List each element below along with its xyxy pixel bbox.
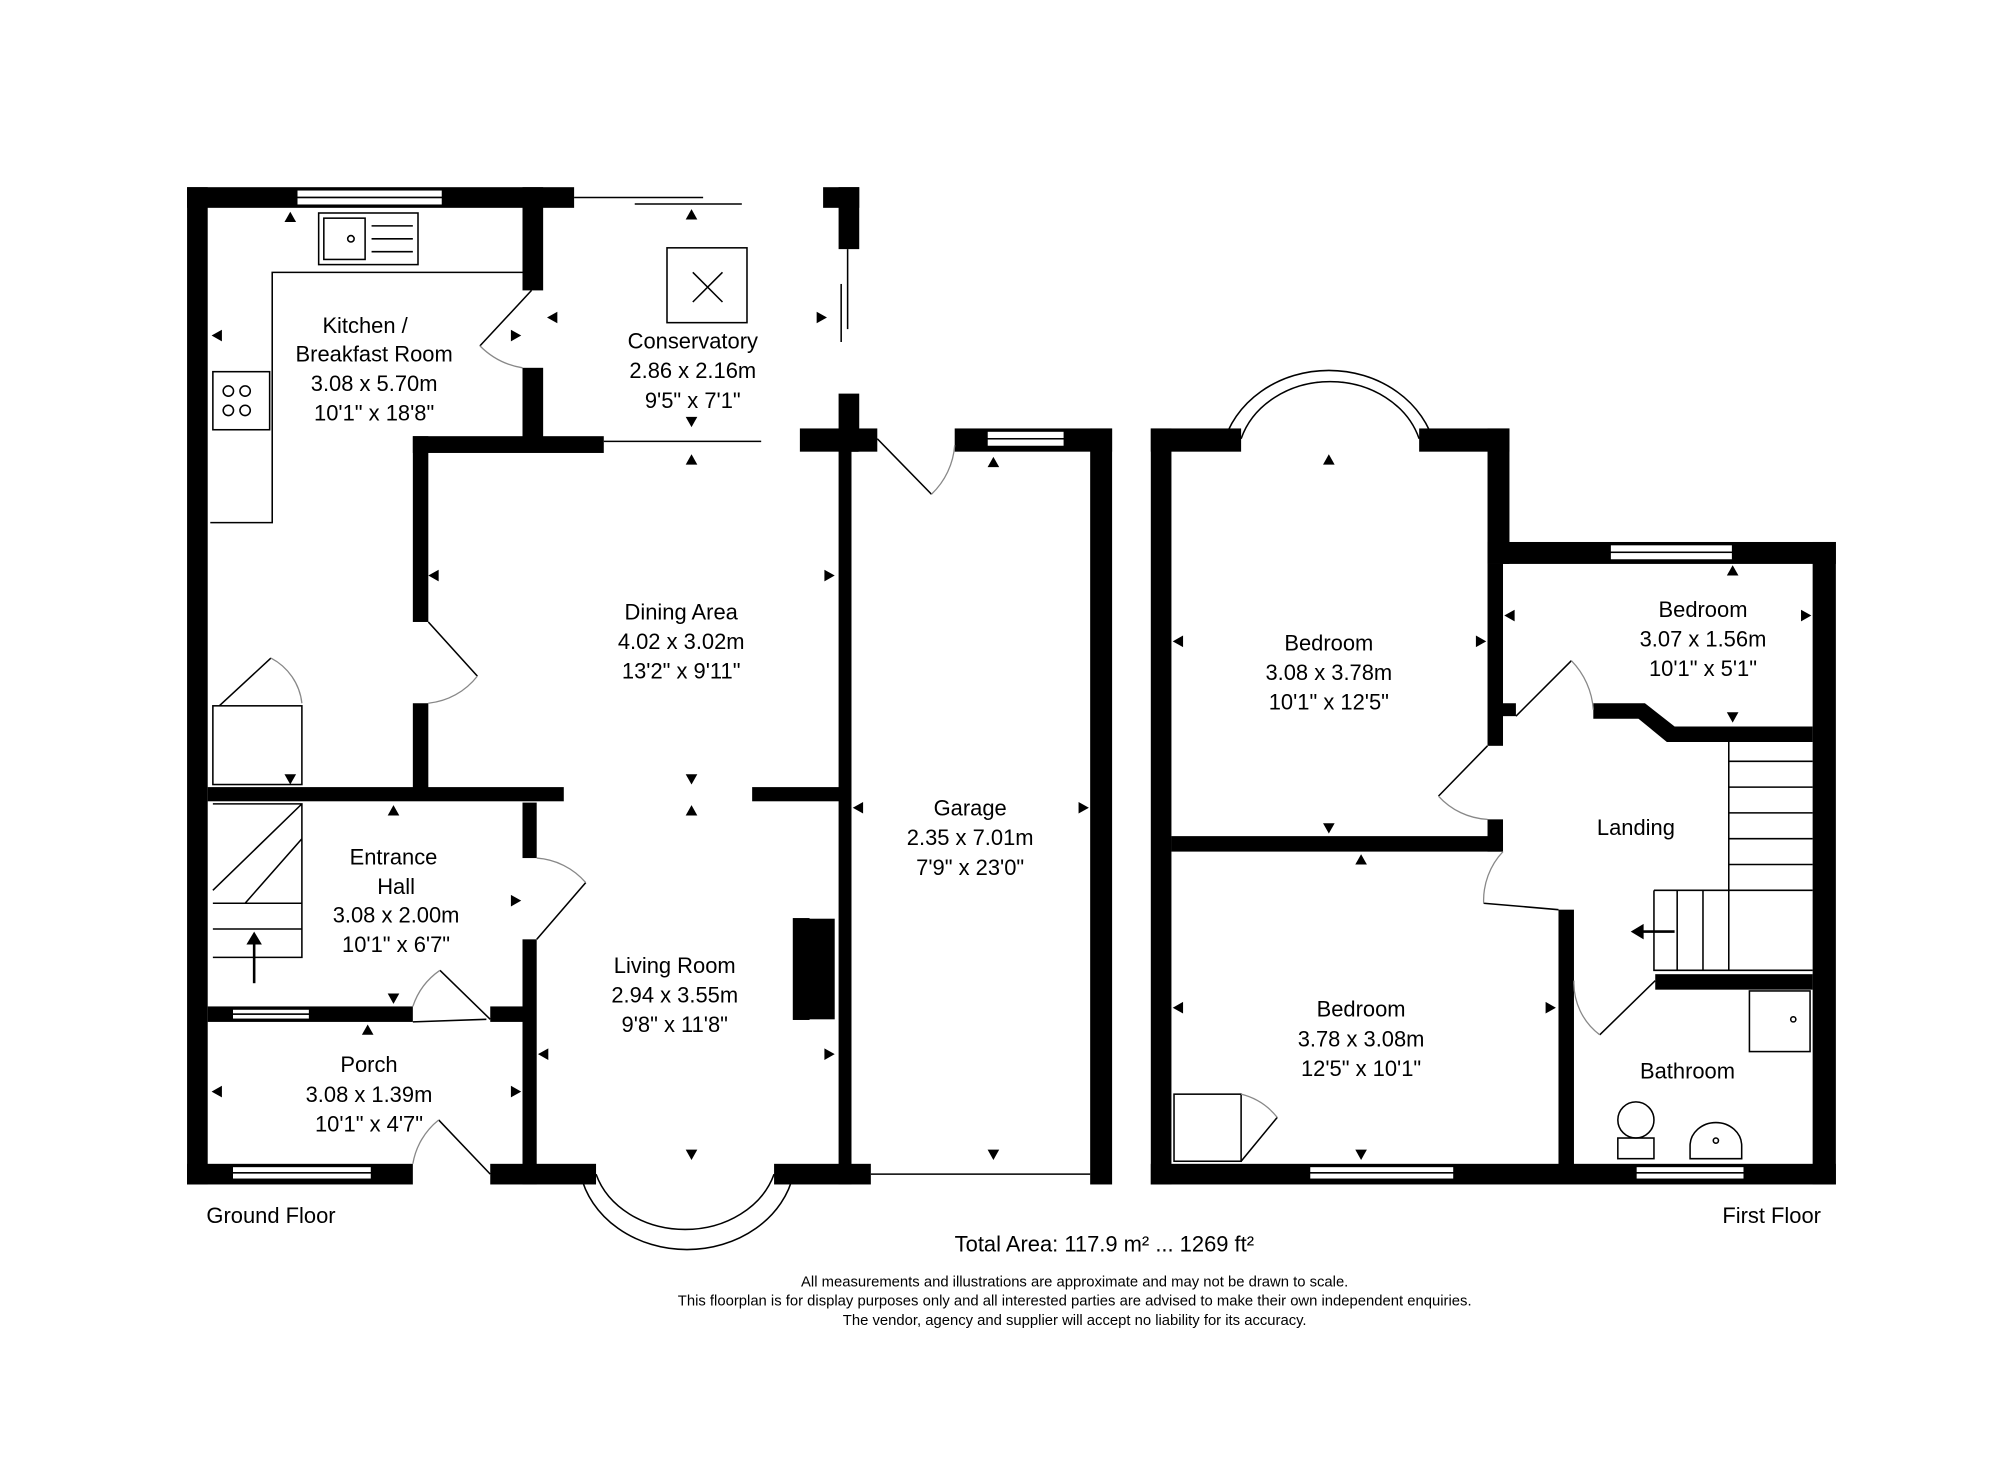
room-name: Kitchen / <box>322 313 408 338</box>
room-name: Dining Area <box>625 599 739 624</box>
room-name: Breakfast Room <box>296 341 453 366</box>
dimension-arrow-icon <box>852 801 864 814</box>
room-dimensions-imperial: 10'1" x 4'7" <box>315 1112 423 1137</box>
disclaimer-line: All measurements and illustrations are a… <box>801 1274 1348 1290</box>
room-name: Living Room <box>614 953 736 978</box>
room-porch: Porch 3.08 x 1.39m 10'1" x 4'7" <box>306 1052 433 1136</box>
room-conservatory: Conservatory 2.86 x 2.16m 9'5" x 7'1" <box>628 328 758 412</box>
room-name: Bedroom <box>1317 997 1406 1022</box>
total-area: Total Area: 117.9 m² ... 1269 ft² <box>955 1232 1254 1257</box>
room-dimensions-metric: 3.08 x 2.00m <box>333 903 460 928</box>
dimension-arrow-icon <box>361 1024 374 1035</box>
dimension-arrow-icon <box>510 1085 522 1098</box>
room-dimensions-imperial: 10'1" x 18'8" <box>314 401 434 426</box>
dimension-arrow-icon <box>387 805 400 816</box>
dimension-arrow-icon <box>284 211 297 223</box>
dimension-arrow-icon <box>987 456 1000 468</box>
dimension-arrow-icon <box>1801 609 1812 622</box>
room-garage: Garage 2.35 x 7.01m 7'9" x 23'0" <box>907 795 1034 879</box>
dimension-arrow-icon <box>685 1149 698 1160</box>
room-dimensions-imperial: 10'1" x 5'1" <box>1649 656 1757 681</box>
dimension-arrow-icon <box>1504 609 1515 622</box>
room-dimensions-imperial: 9'5" x 7'1" <box>645 388 741 413</box>
disclaimer-line: This floorplan is for display purposes o… <box>678 1294 1472 1310</box>
dimension-arrow-icon <box>685 209 698 220</box>
dimension-arrow-icon <box>1078 801 1089 814</box>
dimension-arrows <box>211 209 1812 1160</box>
dimension-arrow-icon <box>685 805 698 816</box>
room-living: Living Room 2.94 x 3.55m 9'8" x 11'8" <box>611 953 738 1037</box>
room-name: Hall <box>377 874 415 899</box>
first-floor-walls <box>1150 369 1836 1185</box>
dimension-arrow-icon <box>987 1149 1000 1160</box>
room-dimensions-metric: 4.02 x 3.02m <box>618 629 745 654</box>
dimension-arrow-icon <box>824 1048 835 1060</box>
room-dimensions-imperial: 12'5" x 10'1" <box>1301 1056 1421 1081</box>
dimension-arrow-icon <box>1475 635 1487 648</box>
dimension-arrow-icon <box>1355 1149 1367 1160</box>
room-dimensions-metric: 2.94 x 3.55m <box>611 983 738 1008</box>
dimension-arrow-icon <box>685 416 698 428</box>
room-dimensions-metric: 3.07 x 1.56m <box>1640 626 1767 651</box>
dimension-arrow-icon <box>1172 635 1184 648</box>
dimension-arrow-icon <box>1355 854 1367 865</box>
room-landing: Landing <box>1597 815 1675 840</box>
room-dining: Dining Area 4.02 x 3.02m 13'2" x 9'11" <box>618 599 745 683</box>
room-dimensions-metric: 2.35 x 7.01m <box>907 825 1034 850</box>
room-dimensions-imperial: 7'9" x 23'0" <box>916 855 1024 880</box>
dimension-arrow-icon <box>816 311 827 324</box>
room-dimensions-metric: 2.86 x 2.16m <box>629 358 756 383</box>
dimension-arrow-icon <box>685 454 698 465</box>
dimension-arrow-icon <box>547 311 558 324</box>
room-dimensions-metric: 3.08 x 3.78m <box>1265 660 1392 685</box>
dimension-arrow-icon <box>387 993 400 1004</box>
dimension-arrow-icon <box>1545 1001 1556 1014</box>
dimension-arrow-icon <box>537 1048 549 1060</box>
disclaimer-line: The vendor, agency and supplier will acc… <box>843 1313 1307 1329</box>
room-dimensions-metric: 3.08 x 1.39m <box>306 1082 433 1107</box>
room-kitchen: Kitchen / Breakfast Room 3.08 x 5.70m 10… <box>296 313 453 426</box>
room-dimensions-imperial: 10'1" x 12'5" <box>1269 690 1389 715</box>
room-name: Bedroom <box>1284 630 1373 655</box>
dimension-arrow-icon <box>510 894 522 907</box>
room-name: Conservatory <box>628 328 758 353</box>
room-dimensions-imperial: 10'1" x 6'7" <box>342 932 450 957</box>
dimension-arrow-icon <box>824 569 835 582</box>
room-bedroom-2: Bedroom 3.07 x 1.56m 10'1" x 5'1" <box>1640 597 1767 681</box>
room-name: Porch <box>340 1052 397 1077</box>
room-dimensions-imperial: 9'8" x 11'8" <box>622 1012 728 1037</box>
first-floor-fixtures <box>1173 660 1813 1163</box>
ground-floor-walls <box>187 187 1113 1251</box>
dimension-arrow-icon <box>428 569 439 582</box>
dimension-arrow-icon <box>211 1085 222 1098</box>
dimension-arrow-icon <box>1323 823 1335 834</box>
dimension-arrow-icon <box>284 774 297 785</box>
room-hall: Entrance Hall 3.08 x 2.00m 10'1" x 6'7" <box>333 845 460 958</box>
room-bedroom-1: Bedroom 3.08 x 3.78m 10'1" x 12'5" <box>1265 630 1392 714</box>
room-dimensions-metric: 3.78 x 3.08m <box>1298 1026 1425 1051</box>
dimension-arrow-icon <box>510 329 522 342</box>
floor-label-ground: Ground Floor <box>206 1203 335 1228</box>
room-bathroom: Bathroom <box>1640 1059 1735 1084</box>
room-dimensions-imperial: 13'2" x 9'11" <box>622 659 741 684</box>
room-name: Entrance <box>350 845 438 870</box>
floor-label-first: First Floor <box>1722 1203 1821 1228</box>
dimension-arrow-icon <box>1726 712 1739 723</box>
room-dimensions-metric: 3.08 x 5.70m <box>311 371 438 396</box>
dimension-arrow-icon <box>1323 454 1335 465</box>
dimension-arrow-icon <box>1726 565 1739 576</box>
room-bedroom-3: Bedroom 3.78 x 3.08m 12'5" x 10'1" <box>1298 997 1425 1081</box>
dimension-arrow-icon <box>211 329 222 342</box>
dimension-arrow-icon <box>1172 1001 1184 1014</box>
dimension-arrow-icon <box>685 774 698 785</box>
room-name: Bedroom <box>1659 597 1748 622</box>
room-name: Garage <box>934 795 1007 820</box>
ground-floor-fixtures <box>210 212 956 1175</box>
